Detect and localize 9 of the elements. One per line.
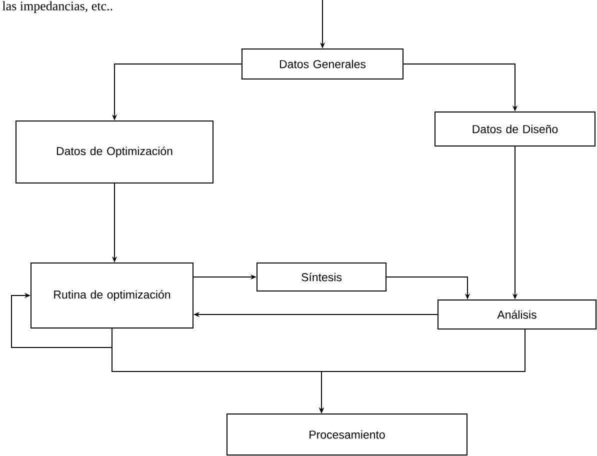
- text-fragment: las impedancias, etc..: [2, 1, 112, 13]
- process-box: Datos de Diseño: [434, 112, 596, 146]
- process-box: Rutina de optimización: [30, 262, 194, 328]
- process-box: Análisis: [438, 300, 596, 330]
- process-box: Síntesis: [256, 262, 386, 292]
- process-box: Datos Generales: [242, 48, 404, 80]
- process-box: Procesamiento: [226, 414, 468, 456]
- process-box: Datos de Optimización: [16, 120, 214, 184]
- arrow: [11, 292, 112, 348]
